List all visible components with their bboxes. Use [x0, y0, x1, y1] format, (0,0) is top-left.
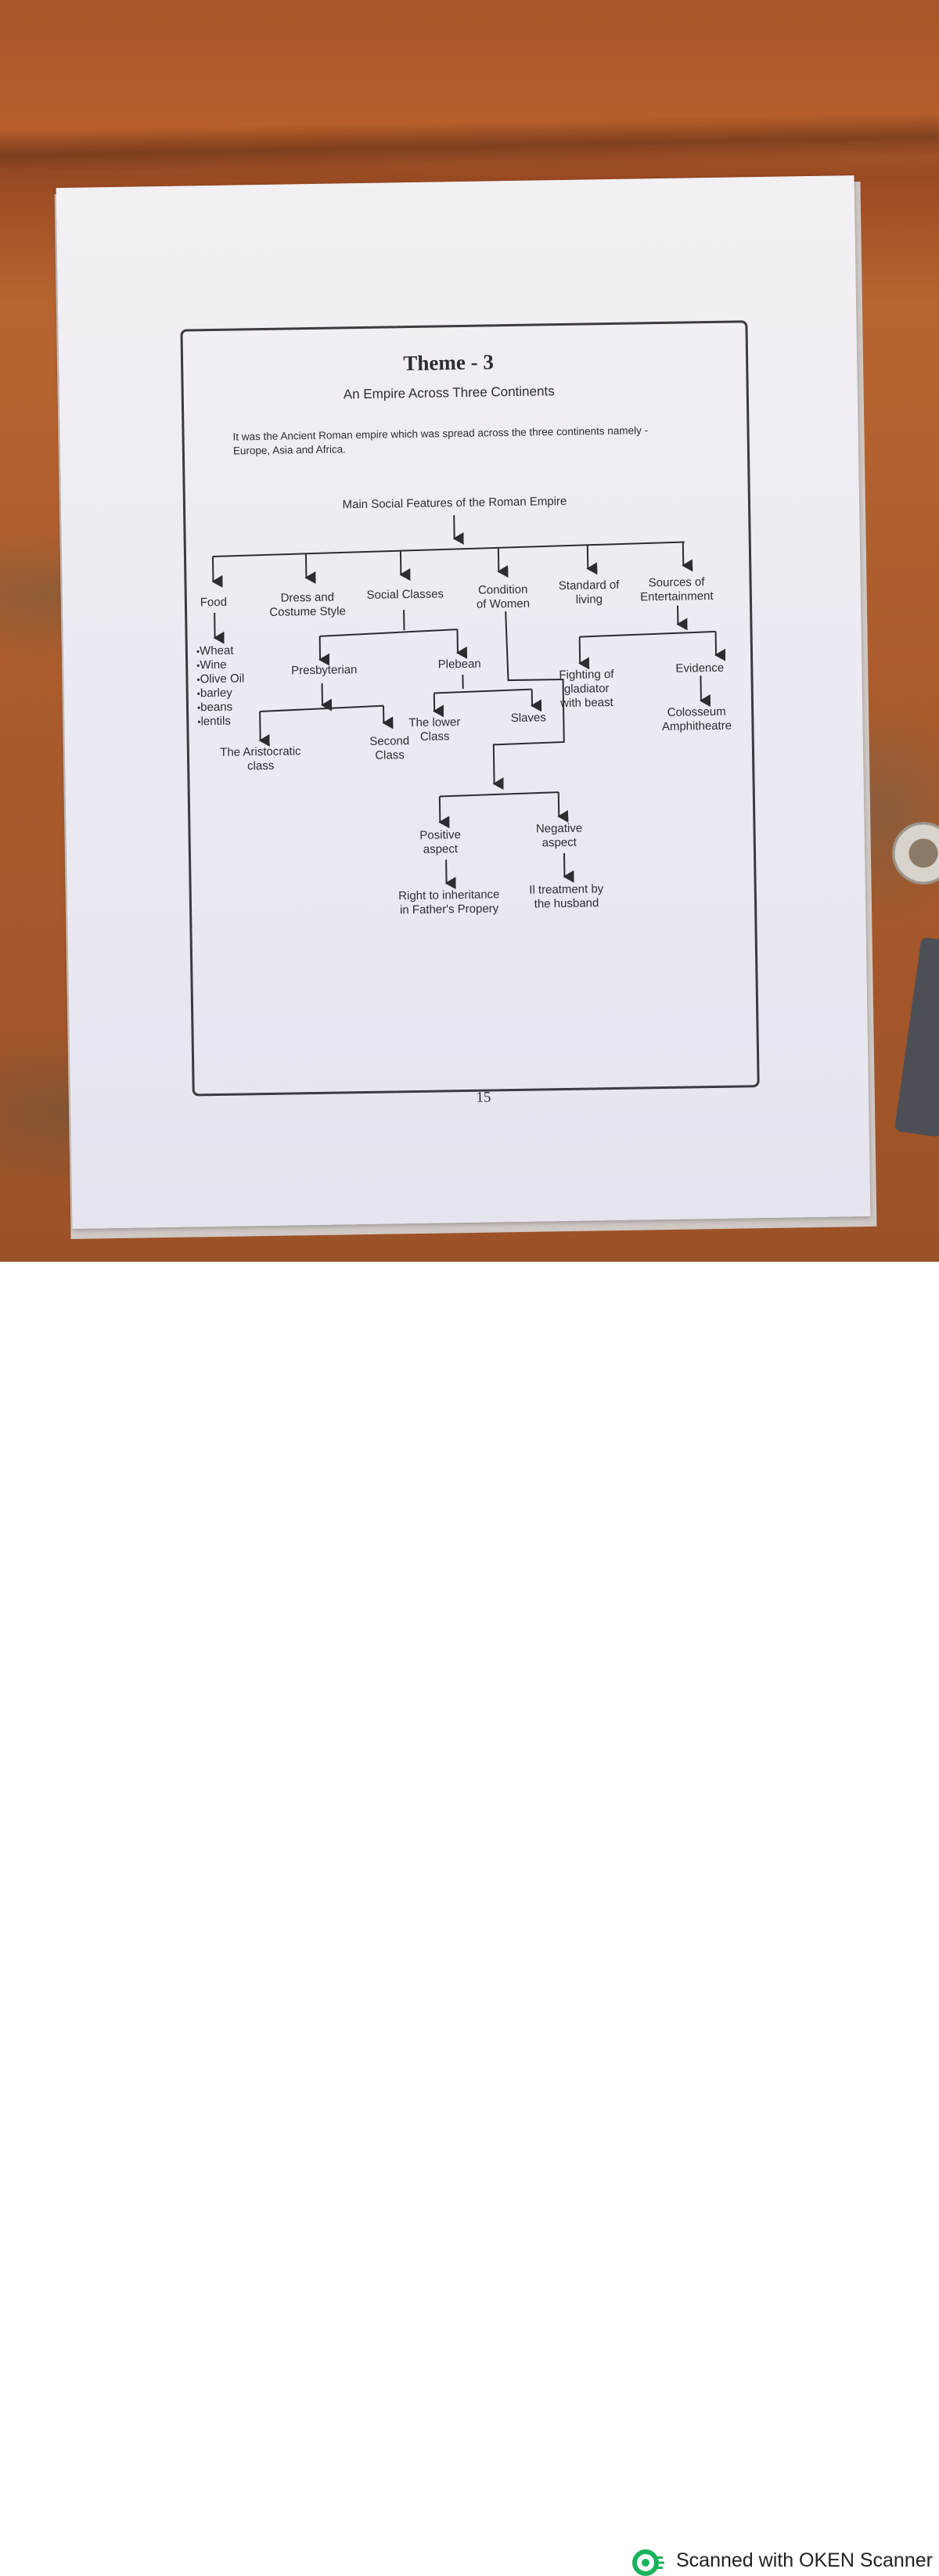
node-positive-line-2: aspect	[409, 842, 472, 857]
node-positive-line-1: Positive	[408, 828, 471, 843]
node-living-line-1: Standard of	[550, 578, 628, 594]
node-fighting-line-3: with beast	[548, 696, 626, 712]
node-aristocratic-class: The Aristocratic class	[206, 744, 316, 774]
food-item: Olive Oil	[196, 672, 244, 686]
page-content: Theme - 3 An Empire Across Three Contine…	[0, 0, 939, 1262]
node-second-class-line-2: Class	[362, 748, 417, 763]
node-living-line-2: living	[550, 593, 628, 608]
node-dress-line-1: Dress and	[257, 590, 358, 606]
food-item: Wheat	[196, 643, 244, 658]
node-fighting-line-1: Fighting of	[547, 668, 625, 683]
node-aristocratic-line-1: The Aristocratic	[206, 744, 315, 760]
node-fighting-gladiator: Fighting of gladiator with beast	[547, 668, 626, 712]
node-positive-aspect: Positive aspect	[408, 828, 472, 857]
node-entertainment-line-2: Entertainment	[634, 589, 720, 605]
node-women: Condition of Women	[464, 582, 543, 612]
node-slaves: Slaves	[501, 711, 556, 726]
node-aristocratic-line-2: class	[206, 758, 315, 774]
node-fighting-line-2: gladiator	[548, 682, 626, 697]
node-food: Food	[190, 595, 237, 610]
page-number: 15	[464, 1089, 503, 1107]
node-negative-detail-line-1: Il treatment by	[520, 882, 613, 898]
node-colosseum-line-1: Colosseum	[649, 704, 743, 720]
node-entertainment-line-1: Sources of	[633, 575, 719, 591]
node-negative-detail-line-2: the husband	[520, 896, 613, 912]
scanner-footer: Scanned with OKEN Scanner	[0, 1262, 939, 1329]
node-colosseum-line-2: Amphitheatre	[649, 719, 743, 734]
food-item: barley	[197, 686, 245, 701]
node-positive-detail-line-2: in Father's Propery	[387, 902, 512, 918]
node-negative-aspect: Negative aspect	[527, 821, 591, 850]
node-presbyterian: Presbyterian	[281, 663, 367, 679]
food-items-list: Wheat Wine Olive Oil barley beans lentil…	[196, 643, 246, 729]
node-positive-detail: Right to inheritance in Father's Propery	[387, 888, 513, 918]
node-dress-line-2: Costume Style	[257, 604, 358, 620]
node-plebean: Plebean	[428, 657, 491, 672]
food-item: lentils	[197, 714, 245, 729]
node-social-classes: Social Classes	[354, 587, 456, 603]
diagram-connectors	[0, 0, 939, 1262]
node-negative-line-1: Negative	[527, 821, 590, 836]
desk-photo: Theme - 3 An Empire Across Three Contine…	[0, 0, 939, 1262]
oken-scanner-logo-icon	[632, 2549, 665, 2576]
node-evidence: Evidence	[664, 661, 735, 676]
scanner-watermark-text: Scanned with OKEN Scanner	[676, 2549, 933, 2572]
node-negative-detail: Il treatment by the husband	[520, 882, 614, 912]
node-women-line-1: Condition	[464, 582, 542, 598]
node-lower-class: The lower Class	[399, 715, 470, 744]
node-dress: Dress and Costume Style	[257, 590, 359, 620]
node-women-line-2: of Women	[464, 596, 542, 612]
node-lower-class-line-2: Class	[400, 730, 470, 744]
node-lower-class-line-1: The lower	[399, 715, 470, 730]
node-living: Standard of living	[550, 578, 629, 608]
node-entertainment: Sources of Entertainment	[633, 575, 720, 605]
node-colosseum: Colosseum Amphitheatre	[649, 704, 744, 734]
node-negative-line-2: aspect	[528, 835, 591, 850]
food-item: beans	[197, 700, 245, 715]
food-item: Wine	[196, 658, 244, 672]
